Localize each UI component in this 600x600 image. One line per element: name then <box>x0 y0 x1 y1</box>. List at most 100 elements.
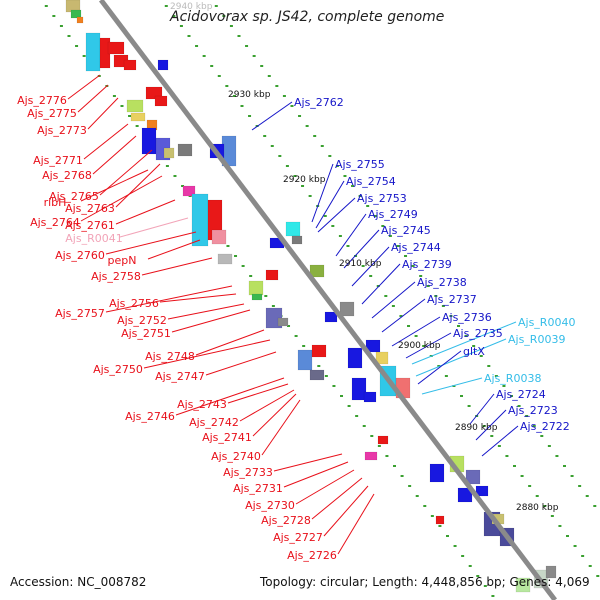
tick-mark <box>52 15 56 17</box>
tick-mark <box>338 235 342 237</box>
gene-feature <box>324 311 338 323</box>
tick-mark <box>260 65 264 67</box>
left-gene-label[interactable]: Ajs_2751 <box>121 327 171 340</box>
right-gene-label[interactable]: Ajs_2722 <box>520 420 570 433</box>
left-gene-label[interactable]: Ajs_2727 <box>273 531 323 544</box>
tick-mark <box>376 285 380 287</box>
left-gene-label[interactable]: Ajs_2763 <box>65 202 115 215</box>
right-gene-label[interactable]: Ajs_R0038 <box>484 372 541 385</box>
kbp-label: 2920 kbp <box>283 175 326 185</box>
tick-mark <box>513 465 517 467</box>
tick-mark <box>179 25 183 27</box>
tick-mark <box>532 425 536 427</box>
left-gene-label[interactable]: Ajs_2731 <box>233 482 283 495</box>
left-gene-label[interactable]: Ajs_2750 <box>93 363 143 376</box>
right-gene-label[interactable]: Ajs_2737 <box>427 293 477 306</box>
gene-feature <box>285 221 301 237</box>
left-gene-label[interactable]: Ajs_2756 <box>109 297 159 310</box>
right-gene-label[interactable]: Ajs_2745 <box>381 224 431 237</box>
left-gene-label[interactable]: Ajs_2776 <box>17 94 67 107</box>
tick-mark <box>298 115 302 117</box>
gene-feature <box>70 9 82 19</box>
right-gene-label[interactable]: Ajs_2738 <box>417 276 467 289</box>
left-gene-label[interactable]: Ajs_2747 <box>155 370 205 383</box>
left-gene-label[interactable]: Ajs_2760 <box>55 249 105 262</box>
tick-mark <box>195 45 199 47</box>
right-gene-label[interactable]: Ajs_2744 <box>391 241 441 254</box>
tick-mark <box>252 55 256 57</box>
gene-feature <box>311 344 327 358</box>
leader-line <box>417 350 462 385</box>
left-gene-label[interactable]: Ajs_2740 <box>211 450 261 463</box>
tick-mark <box>331 225 335 227</box>
leader-line <box>475 409 507 441</box>
tick-mark <box>351 185 355 187</box>
leader-line <box>481 425 519 457</box>
left-gene-label[interactable]: Ajs_R0041 <box>65 232 122 245</box>
leader-line <box>421 377 483 395</box>
tick-mark <box>520 475 524 477</box>
leader-line <box>295 469 355 505</box>
right-gene-label[interactable]: Ajs_2755 <box>335 158 385 171</box>
leader-line <box>337 493 375 555</box>
tick-mark <box>301 185 305 187</box>
right-gene-label[interactable]: Ajs_2749 <box>368 208 418 221</box>
right-gene-label[interactable]: Ajs_2739 <box>402 258 452 271</box>
right-gene-label[interactable]: Ajs_2736 <box>442 311 492 324</box>
left-gene-label[interactable]: Ajs_2726 <box>287 549 337 562</box>
leader-line <box>67 74 101 100</box>
tick-mark <box>222 15 226 17</box>
left-gene-label[interactable]: Ajs_2773 <box>37 124 87 137</box>
right-gene-label[interactable]: Ajs_2724 <box>496 388 546 401</box>
left-gene-label[interactable]: Ajs_2775 <box>27 107 77 120</box>
right-gene-label[interactable]: Ajs_2753 <box>357 192 407 205</box>
left-gene-label[interactable]: Ajs_2742 <box>189 416 239 429</box>
tick-mark <box>294 335 298 337</box>
left-gene-label[interactable]: Ajs_2741 <box>202 431 252 444</box>
right-gene-label[interactable]: gltX <box>463 345 485 358</box>
gene-feature <box>76 16 84 24</box>
right-gene-label[interactable]: Ajs_2762 <box>294 96 344 109</box>
tick-mark <box>510 395 514 397</box>
left-gene-label[interactable]: Ajs_2752 <box>117 314 167 327</box>
left-gene-label[interactable]: pepN <box>108 254 137 267</box>
tick-mark <box>483 585 487 587</box>
gene-feature <box>251 293 263 301</box>
left-gene-label[interactable]: Ajs_2730 <box>245 499 295 512</box>
left-gene-label[interactable]: Ajs_2743 <box>177 398 227 411</box>
left-gene-label[interactable]: Ajs_2768 <box>42 169 92 182</box>
left-gene-label[interactable]: Ajs_2765 <box>49 190 99 203</box>
gene-feature <box>248 280 264 296</box>
tick-mark <box>437 365 441 367</box>
left-gene-label[interactable]: Ajs_2761 <box>65 219 115 232</box>
left-gene-label[interactable]: Ajs_2758 <box>91 270 141 283</box>
leader-line <box>119 217 189 238</box>
right-gene-label[interactable]: Ajs_R0039 <box>508 333 565 346</box>
tick-mark <box>59 25 63 27</box>
gene-feature <box>191 193 209 247</box>
left-gene-label[interactable]: Ajs_2728 <box>261 514 311 527</box>
tick-mark <box>328 155 332 157</box>
right-gene-label[interactable]: Ajs_R0040 <box>518 316 575 329</box>
left-gene-label[interactable]: Ajs_2757 <box>55 307 105 320</box>
tick-mark <box>388 235 392 237</box>
tick-mark <box>490 435 494 437</box>
left-gene-label[interactable]: Ajs_2764 <box>30 216 80 229</box>
right-gene-label[interactable]: Ajs_2754 <box>346 175 396 188</box>
map-title: Acidovorax sp. JS42, complete genome <box>170 9 445 25</box>
leader-line <box>80 169 149 202</box>
left-gene-label[interactable]: Ajs_2733 <box>223 466 273 479</box>
left-gene-label[interactable]: Ajs_2746 <box>125 410 175 423</box>
left-gene-label[interactable]: ribH <box>44 196 67 209</box>
right-gene-label[interactable]: Ajs_2735 <box>453 327 503 340</box>
tick-mark <box>335 165 339 167</box>
right-gene-label[interactable]: Ajs_2723 <box>508 404 558 417</box>
tick-mark <box>370 435 374 437</box>
tick-mark <box>172 15 176 17</box>
leader-line <box>252 393 297 437</box>
gene-feature <box>365 339 381 353</box>
left-gene-label[interactable]: Ajs_2748 <box>145 350 195 363</box>
left-gene-label[interactable]: Ajs_2771 <box>33 154 83 167</box>
tick-mark <box>323 215 327 217</box>
tick-mark <box>460 395 464 397</box>
